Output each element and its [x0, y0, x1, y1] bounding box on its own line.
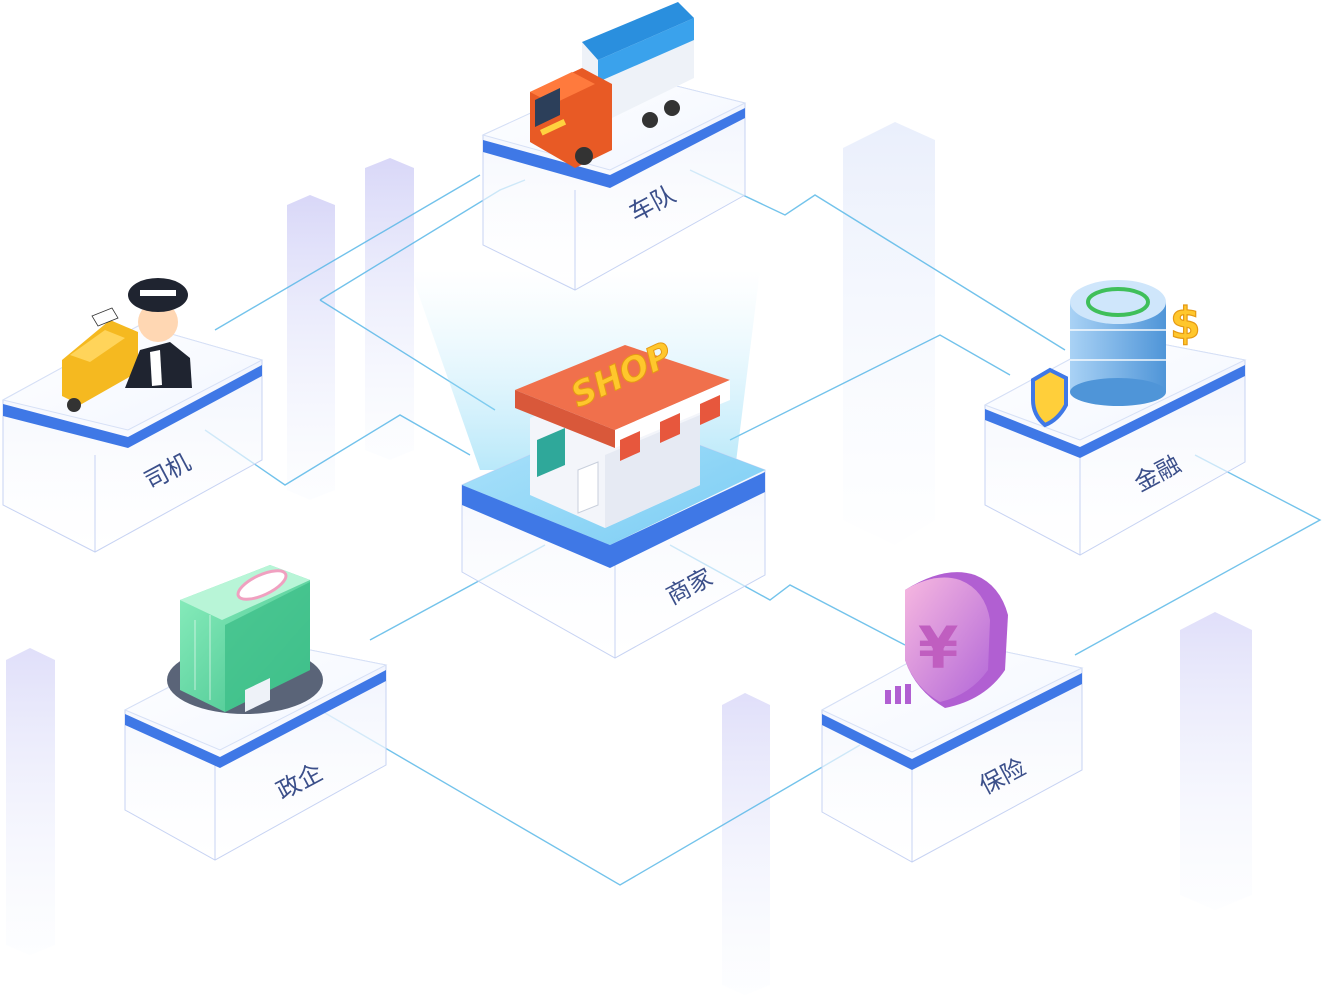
dollar-sign-icon: $: [1170, 298, 1201, 349]
connector-lines: [204, 169, 1322, 886]
yuan-shield-icon: ¥: [885, 572, 1008, 708]
platform-node-fleet[interactable]: 车队: [481, 2, 747, 291]
background-pillars: [6, 122, 1252, 995]
platform-node-merchant[interactable]: 商家 SHOP: [461, 334, 766, 659]
taxi-driver-icon: [62, 278, 192, 412]
shop-icon: SHOP: [515, 334, 730, 528]
yuan-glyph: ¥: [918, 614, 958, 682]
truck-icon: [530, 2, 694, 168]
platform-node-government[interactable]: 政企: [123, 565, 388, 861]
platform-node-insurance[interactable]: 保险 ¥: [820, 572, 1084, 863]
platform-node-driver[interactable]: 司机: [1, 278, 264, 553]
platform-node-finance[interactable]: 金融 $: [983, 280, 1247, 556]
shield-icon: [1031, 367, 1068, 428]
database-icon: [1070, 280, 1166, 406]
office-building-icon: [167, 565, 323, 714]
